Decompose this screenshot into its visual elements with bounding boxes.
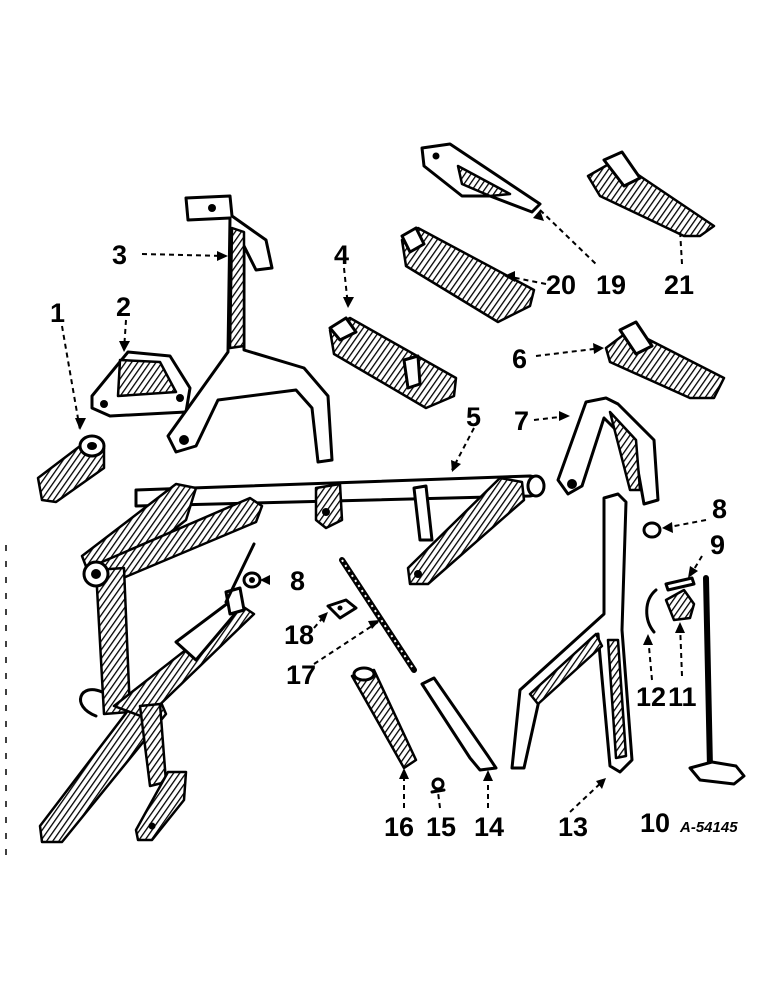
part-9-washer — [664, 576, 696, 592]
callout-3: 3 — [112, 240, 127, 270]
callout-8-right: 8 — [712, 494, 727, 524]
callout-7: 7 — [514, 406, 529, 436]
callout-11: 11 — [668, 682, 697, 712]
lift-lever-assembly — [38, 542, 256, 844]
callout-18: 18 — [284, 620, 314, 650]
part-4-plate — [328, 316, 458, 410]
part-14-rod-end — [420, 676, 498, 772]
callout-8-left: 8 — [290, 566, 305, 596]
callout-17: 17 — [286, 660, 316, 690]
part-20-plate — [400, 226, 536, 324]
part-16-spring — [350, 666, 418, 770]
part-13-arm — [510, 492, 634, 774]
part-2-bracket — [90, 350, 192, 418]
callout-2: 2 — [116, 292, 131, 322]
part-21-plate — [586, 150, 716, 238]
callout-14: 14 — [474, 812, 504, 842]
part-15-cotter — [430, 777, 446, 794]
part-3-arm — [166, 194, 334, 464]
reference-code: A-54145 — [679, 819, 738, 836]
callout-19: 19 — [596, 270, 626, 300]
callout-6: 6 — [512, 344, 527, 374]
part-1-clamp — [36, 434, 106, 504]
callout-21: 21 — [664, 270, 694, 300]
callout-9: 9 — [710, 530, 725, 560]
part-5-rockshaft — [80, 474, 546, 588]
part-6-plate — [604, 320, 726, 400]
part-10-rod — [688, 575, 746, 786]
part-8a-nut — [242, 571, 262, 589]
callout-12: 12 — [636, 682, 666, 712]
callout-13: 13 — [558, 812, 588, 842]
callout-20: 20 — [546, 270, 576, 300]
callout-15: 15 — [426, 812, 456, 842]
callout-10: 10 — [640, 808, 670, 838]
part-11-latch — [664, 588, 696, 622]
part-7-arm — [556, 396, 660, 506]
callout-1: 1 — [50, 298, 65, 328]
part-17-rod — [339, 557, 417, 673]
leader-arrowheads — [75, 210, 698, 789]
part-12-clip — [645, 588, 658, 634]
part-8b-nut — [642, 521, 662, 539]
part-19-bar — [420, 142, 542, 214]
callout-4: 4 — [334, 240, 349, 270]
callout-16: 16 — [384, 812, 414, 842]
callout-numbers: 1 2 3 4 5 6 7 8 8 9 10 11 12 13 14 15 16… — [50, 240, 727, 842]
callout-5: 5 — [466, 402, 481, 432]
part-18-clip — [326, 598, 358, 620]
